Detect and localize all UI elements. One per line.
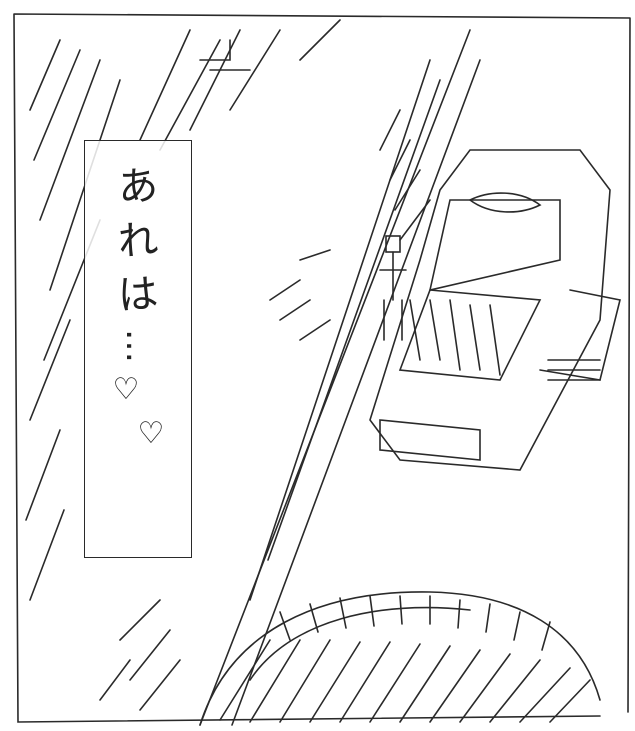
caption-char: れ (116, 216, 160, 266)
caption-char: は (116, 270, 160, 320)
speech-caption-box: あ れ は … ♡ ♡ (84, 140, 192, 558)
heart-icon: ♡ (112, 372, 140, 407)
heart-icon: ♡ (137, 416, 165, 451)
caption-char: あ (116, 162, 160, 212)
caption-ellipsis: … (118, 329, 158, 361)
